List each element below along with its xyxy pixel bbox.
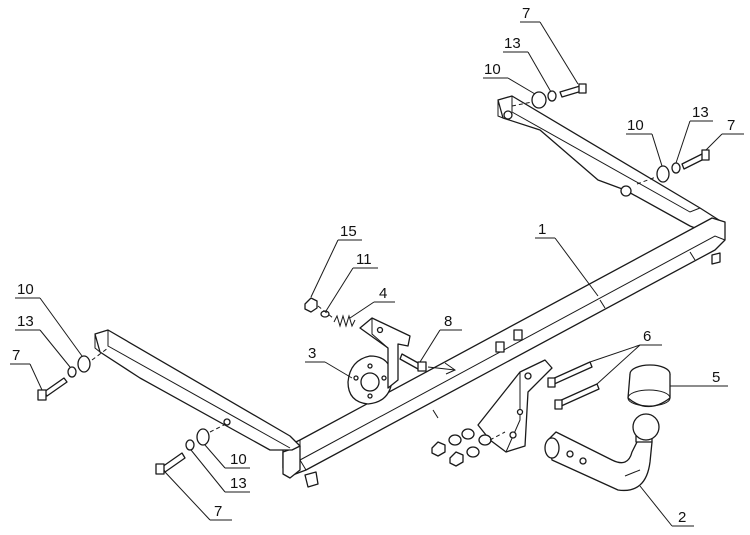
fasteners-left [37,347,109,401]
bolts-6 [547,361,600,410]
leader-lines [10,21,744,527]
callout-13-side: 13 [692,104,709,121]
callout-10-side: 10 [627,117,644,134]
right-side-arm [497,95,723,237]
callout-13-left: 13 [17,313,34,330]
callout-labels: 7 13 10 10 13 7 1 15 11 4 8 3 6 5 10 13 … [12,5,735,526]
callout-7-top: 7 [522,5,530,22]
socket-bracket [359,317,411,389]
fasteners-bottom [155,423,227,475]
callout-5-ball-cover: 5 [712,369,720,386]
callout-6-bolts: 6 [643,328,651,345]
left-side-arm [94,329,319,488]
callout-15-nut: 15 [340,223,357,240]
callout-8-bolt: 8 [444,313,452,330]
hitch-bracket [477,329,553,453]
spring-washer-nut [304,297,356,328]
bracket-fasteners [431,428,506,467]
tow-ball-neck [544,413,660,492]
callout-7-side: 7 [727,117,735,134]
fasteners-top [511,83,587,109]
callout-13-top: 13 [504,35,521,52]
callout-11-washer: 11 [356,251,372,268]
callout-3-socket-plate: 3 [308,345,316,362]
ball-cover [627,364,671,408]
callout-10-top: 10 [484,61,501,78]
callout-1-crossbar: 1 [538,221,546,238]
callout-13-bottom: 13 [230,475,247,492]
callout-4-spring: 4 [379,285,387,302]
callout-10-bottom: 10 [230,451,247,468]
socket-plate [347,355,393,405]
callout-2-ball-neck: 2 [678,509,686,526]
callout-7-left: 7 [12,347,20,364]
bolt-8 [399,353,457,375]
callout-10-left: 10 [17,281,34,298]
callout-7-bottom: 7 [214,503,222,520]
